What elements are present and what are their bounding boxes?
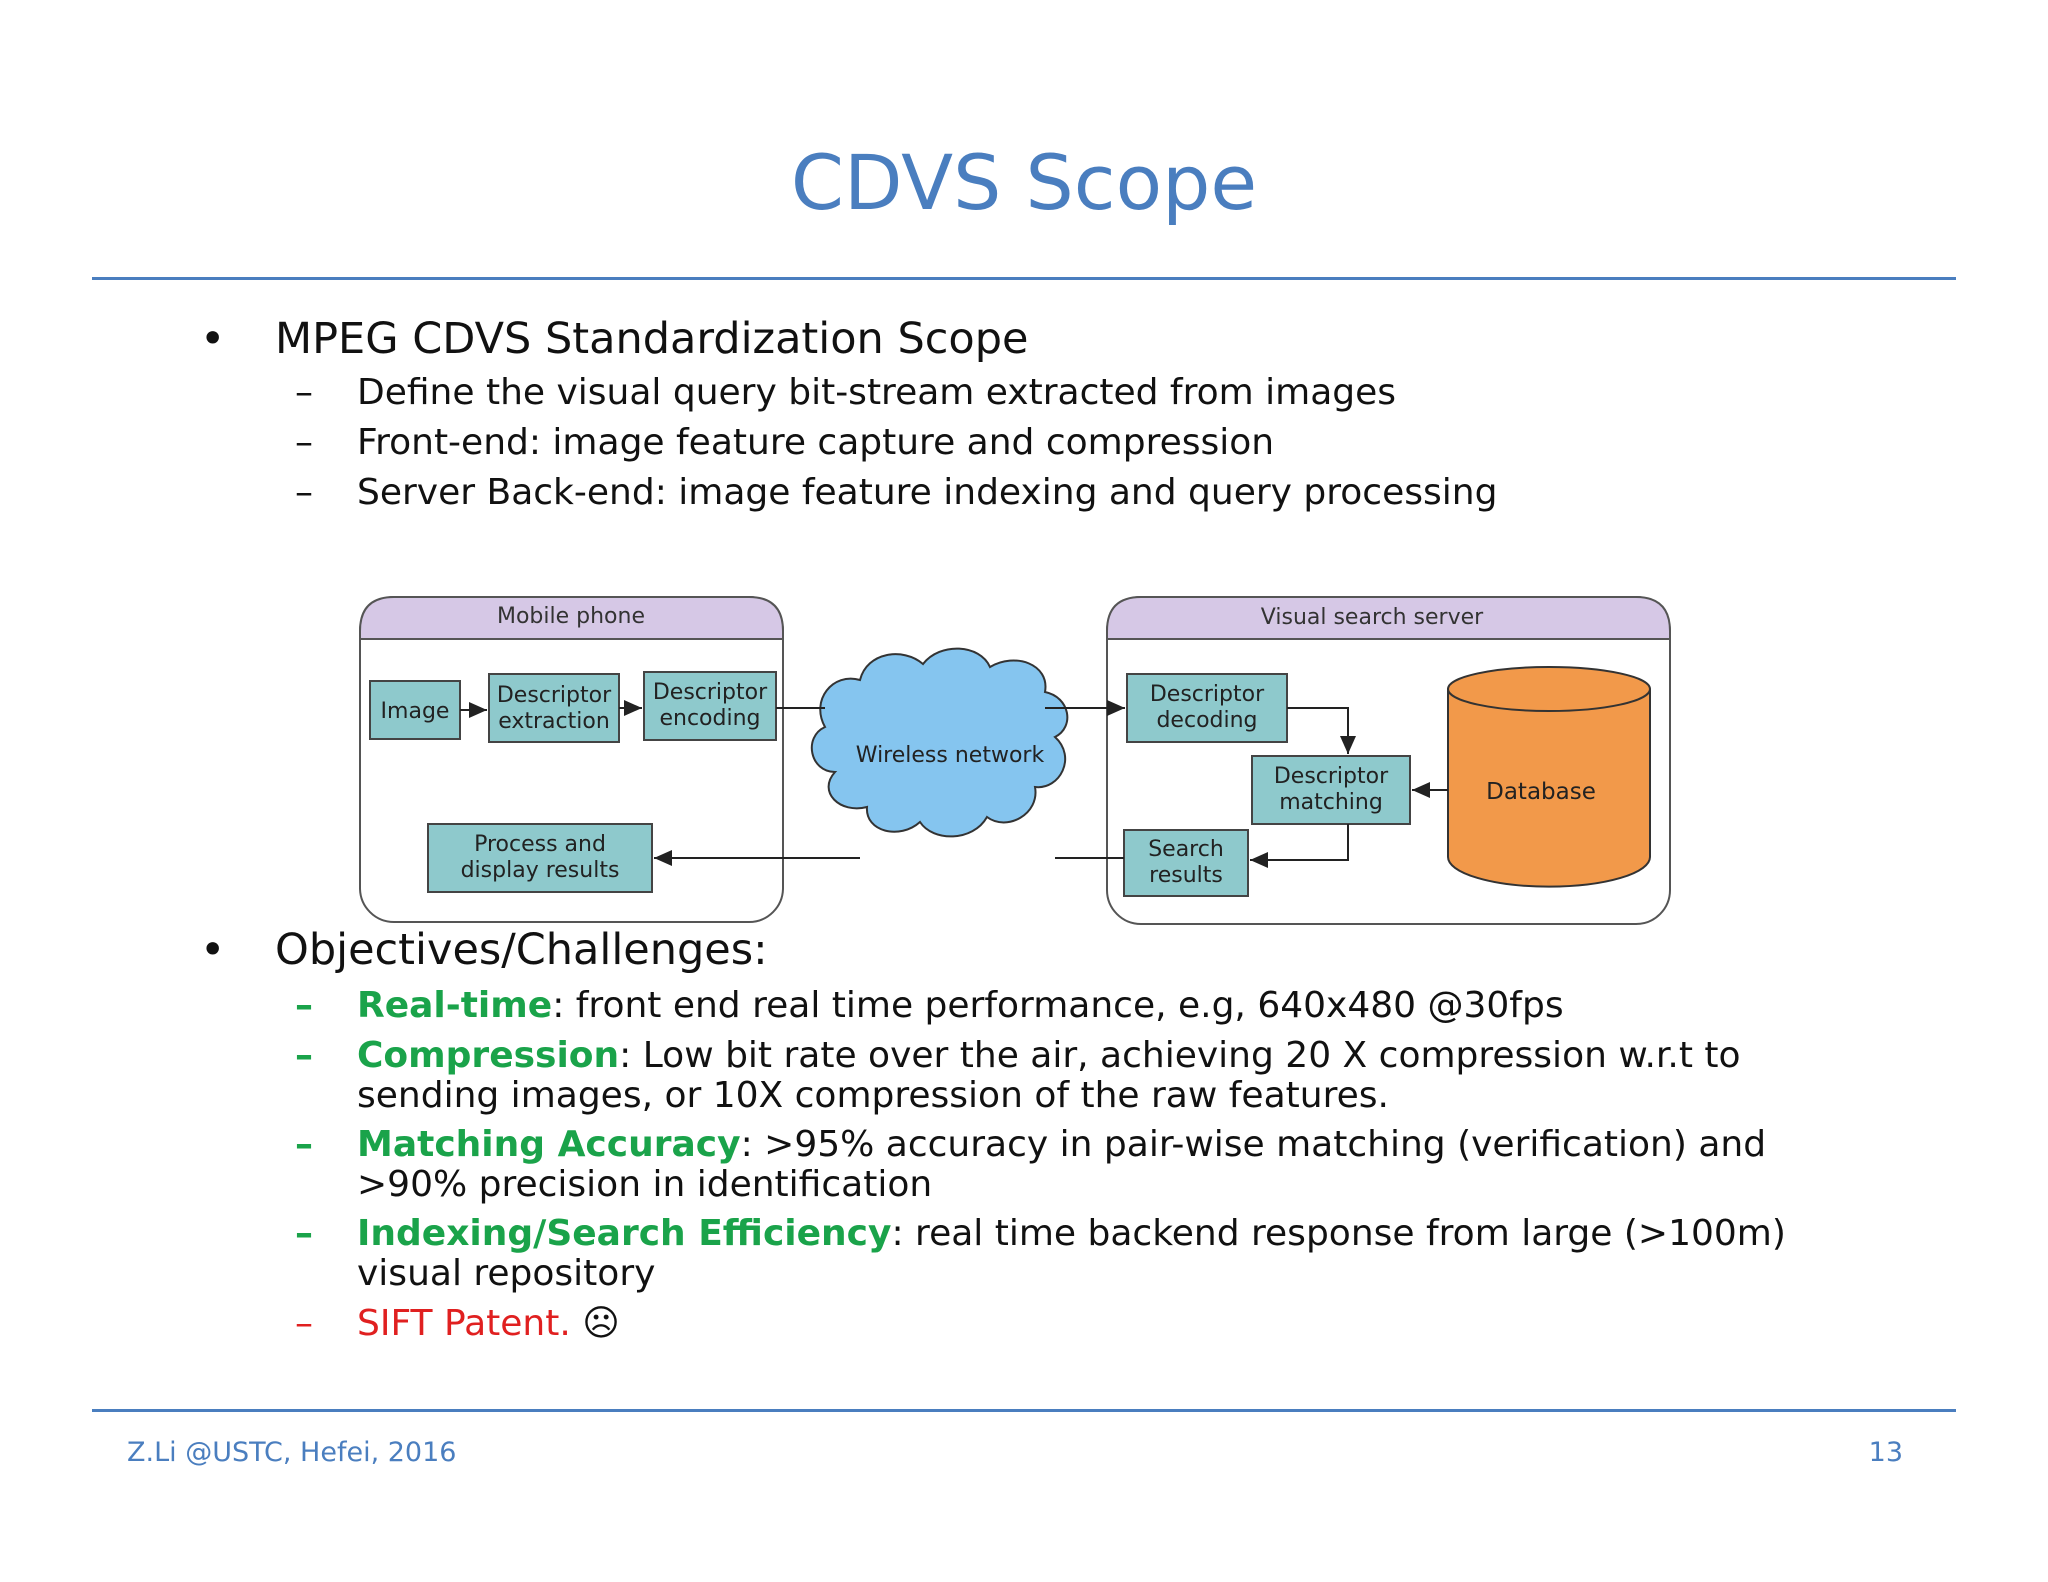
bullet-objectives: • Objectives/Challenges: (200, 925, 768, 975)
objective-item: – Compression: Low bit rate over the air… (295, 1035, 1741, 1116)
database-cylinder: Database (1447, 666, 1651, 888)
objective-text: : >95% accuracy in pair-wise matching (v… (357, 1124, 1767, 1205)
descriptor-encoding-box: Descriptor encoding (643, 671, 777, 741)
objective-item: – SIFT Patent. ☹ (295, 1303, 620, 1344)
scope-item-text: Define the visual query bit-stream extra… (357, 372, 1397, 413)
objective-key: Indexing/Search Efficiency (357, 1213, 892, 1254)
objective-key: Matching Accuracy (357, 1124, 741, 1165)
svg-text:Descriptor: Descriptor (497, 683, 612, 708)
objective-key: Compression (357, 1035, 620, 1076)
title-divider (92, 277, 1956, 280)
svg-text:decoding: decoding (1156, 708, 1257, 733)
svg-text:Image: Image (381, 699, 450, 724)
scope-heading: MPEG CDVS Standardization Scope (275, 314, 1029, 364)
objective-key: Real-time (357, 985, 553, 1026)
descriptor-decoding-box: Descriptor decoding (1126, 673, 1288, 743)
svg-text:Process and: Process and (474, 832, 606, 857)
footer-divider (92, 1409, 1956, 1412)
objective-text: : Low bit rate over the air, achieving 2… (357, 1035, 1741, 1116)
objective-text: : real time backend response from large … (357, 1213, 1786, 1294)
scope-item: – Front-end: image feature capture and c… (295, 422, 1275, 463)
objectives-heading: Objectives/Challenges: (275, 925, 768, 975)
svg-text:Descriptor: Descriptor (1150, 682, 1265, 707)
svg-text:results: results (1149, 863, 1223, 888)
wireless-network-cloud: Wireless network (810, 647, 1069, 838)
objective-item: – Real-time: front end real time perform… (295, 985, 1564, 1026)
objective-key: SIFT Patent. (357, 1303, 571, 1344)
svg-text:display results: display results (461, 858, 620, 883)
page-number: 13 (1868, 1437, 1903, 1468)
scope-item-text: Front-end: image feature capture and com… (357, 422, 1275, 463)
scope-item: – Server Back-end: image feature indexin… (295, 472, 1498, 513)
descriptor-matching-box: Descriptor matching (1251, 755, 1411, 825)
bullet-dot: • (200, 925, 226, 975)
cdvs-architecture-diagram: Mobile phone Visual search server Image … (359, 596, 1671, 925)
scope-item-text: Server Back-end: image feature indexing … (357, 472, 1498, 513)
sad-face-icon: ☹ (570, 1303, 620, 1344)
objective-item: – Matching Accuracy: >95% accuracy in pa… (295, 1124, 1767, 1205)
image-box: Image (369, 680, 461, 740)
svg-text:Database: Database (1486, 779, 1596, 805)
slide-title: CDVS Scope (790, 138, 1258, 227)
svg-text:Descriptor: Descriptor (1274, 764, 1389, 789)
descriptor-extraction-box: Descriptor extraction (488, 673, 620, 743)
svg-text:matching: matching (1279, 790, 1383, 815)
bullet-scope: • MPEG CDVS Standardization Scope (200, 314, 1028, 364)
svg-text:Search: Search (1148, 837, 1224, 862)
bullet-dot: • (200, 314, 226, 364)
scope-item: – Define the visual query bit-stream ext… (295, 372, 1397, 413)
svg-text:encoding: encoding (659, 706, 760, 731)
server-label: Visual search server (1261, 605, 1484, 630)
objective-text: : front end real time performance, e.g, … (552, 985, 1564, 1026)
svg-text:Wireless network: Wireless network (856, 743, 1045, 768)
process-display-box: Process and display results (427, 823, 653, 893)
flow-arrows (460, 700, 1448, 868)
objective-item: – Indexing/Search Efficiency: real time … (295, 1213, 1786, 1294)
search-results-box: Search results (1123, 829, 1249, 897)
footer-author: Z.Li @USTC, Hefei, 2016 (127, 1437, 457, 1468)
mobile-phone-label: Mobile phone (497, 604, 645, 629)
svg-text:extraction: extraction (498, 709, 610, 734)
svg-text:Descriptor: Descriptor (653, 680, 768, 705)
